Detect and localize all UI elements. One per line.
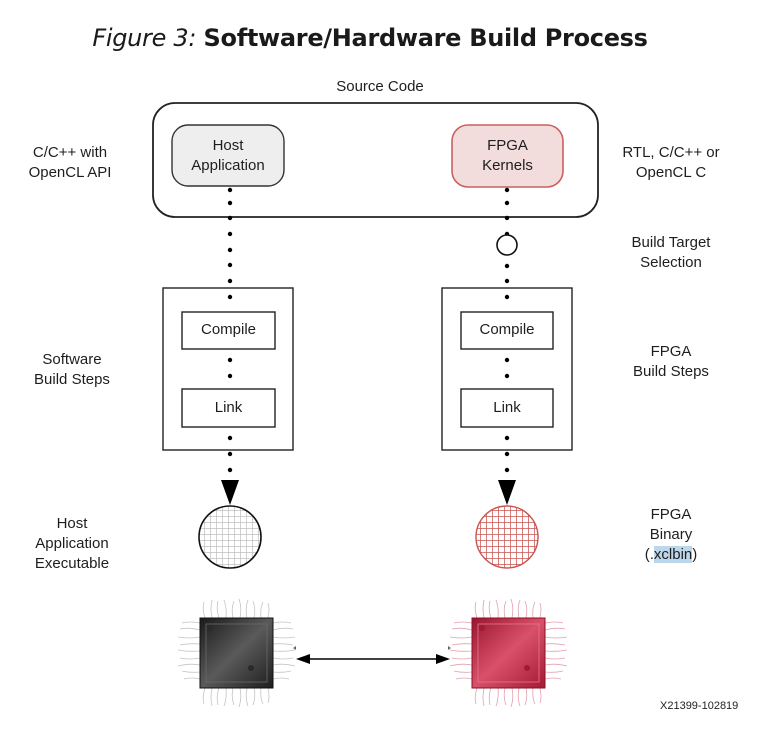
- fpga-kernels-line1: FPGA: [487, 137, 528, 154]
- host-cpu-chip-icon: [177, 598, 296, 708]
- host-application-line1: Host: [212, 137, 244, 154]
- fpga-binary-description: FPGA Binary (.xclbin): [606, 505, 736, 565]
- fpga-compile-box: [460, 311, 554, 350]
- bidirectional-arrow: [296, 654, 450, 664]
- software-build-steps-description: Software Build Steps: [12, 350, 132, 390]
- host-application-line2: Application: [191, 157, 265, 174]
- host-exec-desc-line3: Executable: [34, 555, 110, 572]
- software-compile-box: [181, 311, 276, 350]
- fpga-build-desc-line2: Build Steps: [633, 363, 709, 380]
- software-build-desc-line1: Software: [42, 351, 102, 368]
- fpga-binary-wafer-icon: [475, 505, 539, 569]
- source-code-label: Source Code: [336, 78, 424, 95]
- fpga-binary-desc-line2: Binary: [649, 526, 693, 543]
- right-chip-marker: [448, 646, 451, 650]
- figure-number: Figure 3:: [92, 24, 197, 52]
- fpga-build-desc-line1: FPGA: [650, 343, 692, 360]
- host-source-description: C/C++ with OpenCL API: [10, 143, 130, 183]
- host-executable-wafer-icon: [198, 505, 262, 569]
- host-application-box: [171, 124, 285, 187]
- software-link-label: Link: [214, 399, 243, 416]
- fpga-binary-desc-line3: (.xclbin): [606, 545, 736, 565]
- fpga-build-steps-description: FPGA Build Steps: [606, 342, 736, 382]
- xclbin-highlighted-text[interactable]: xclbin: [653, 546, 693, 563]
- fpga-link-box: [460, 388, 554, 428]
- host-source-desc-line1: C/C++ with: [32, 144, 108, 161]
- xclbin-prefix: (.: [644, 546, 654, 563]
- fpga-kernels-label: FPGA Kernels: [452, 136, 563, 176]
- software-link-box: [181, 388, 276, 428]
- software-build-steps-box: [162, 287, 294, 451]
- fpga-chip-icon: [449, 598, 568, 708]
- xclbin-suffix: ): [692, 546, 698, 563]
- build-target-desc-line2: Selection: [640, 254, 702, 271]
- figure-code: X21399-102819: [660, 700, 739, 712]
- build-target-desc-line1: Build Target: [631, 234, 711, 251]
- host-application-label: Host Application: [172, 136, 284, 176]
- host-executable-description: Host Application Executable: [12, 514, 132, 574]
- fpga-build-steps-box: [441, 287, 573, 451]
- left-dotted-connector: [227, 187, 233, 473]
- source-code-container: [152, 102, 599, 218]
- build-target-selector: [496, 234, 518, 256]
- fpga-kernels-box: [451, 124, 564, 188]
- fpga-kernels-line2: Kernels: [482, 157, 533, 174]
- fpga-source-desc-line1: RTL, C/C++ or: [622, 144, 720, 161]
- software-compile-label: Compile: [200, 321, 257, 338]
- figure-title: Figure 3: Software/Hardware Build Proces…: [0, 24, 740, 52]
- fpga-source-description: RTL, C/C++ or OpenCL C: [606, 143, 736, 183]
- host-exec-desc-line1: Host: [56, 515, 88, 532]
- right-down-arrowhead: [498, 480, 516, 505]
- software-build-desc-line2: Build Steps: [34, 371, 110, 388]
- fpga-source-desc-line2: OpenCL C: [635, 164, 707, 181]
- build-target-description: Build Target Selection: [606, 233, 736, 273]
- figure-title-text: Software/Hardware Build Process: [203, 24, 648, 52]
- left-down-arrowhead: [221, 480, 239, 505]
- fpga-link-label: Link: [493, 399, 521, 416]
- host-source-desc-line2: OpenCL API: [28, 164, 112, 181]
- fpga-binary-desc-line1: FPGA: [650, 506, 692, 523]
- host-exec-desc-line2: Application: [35, 535, 109, 552]
- left-chip-marker: [293, 646, 296, 650]
- fpga-compile-label: Compile: [479, 321, 535, 338]
